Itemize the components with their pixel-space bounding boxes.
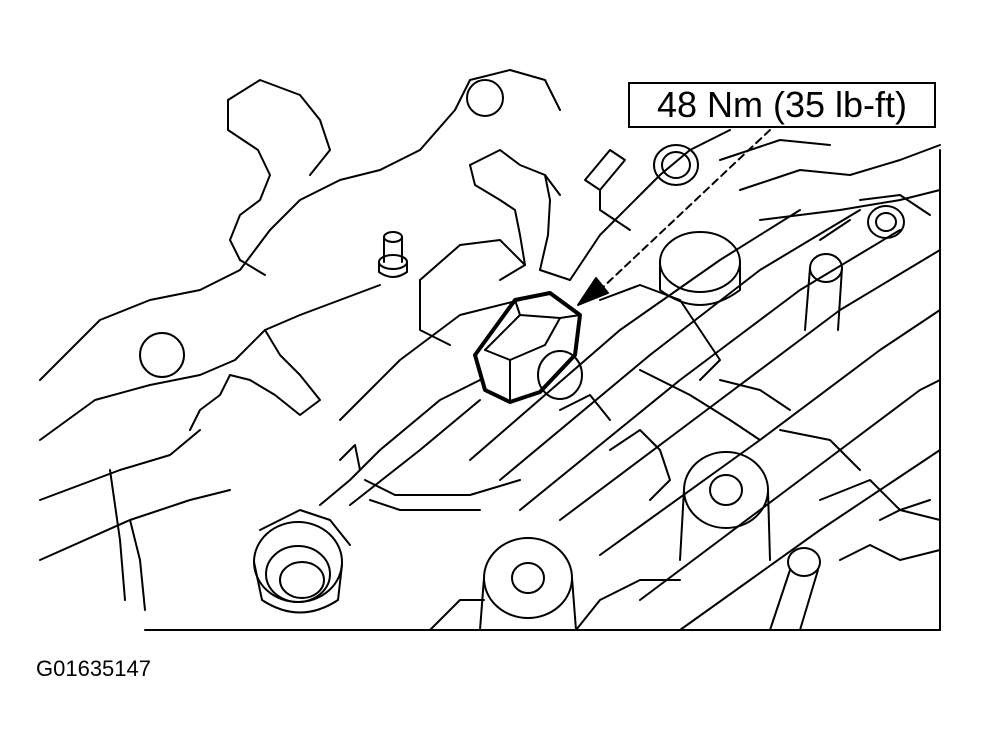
torque-callout-box: 48 Nm (35 lb-ft): [628, 82, 936, 128]
figure-id-label: G01635147: [36, 656, 151, 681]
torque-spec-label: 48 Nm (35 lb-ft): [656, 84, 908, 125]
bolt-hex-facets: [485, 300, 582, 402]
right-studs: [585, 145, 930, 330]
callout-leader-arrow: [578, 130, 770, 305]
spool-bores: [470, 140, 940, 630]
drawing-border: [145, 150, 940, 630]
dowel-pin: [379, 232, 407, 277]
housing-casting: [40, 70, 560, 610]
lower-bosses: [254, 452, 940, 630]
bolt-hex-head: [475, 293, 580, 402]
channel-rails: [260, 130, 730, 545]
